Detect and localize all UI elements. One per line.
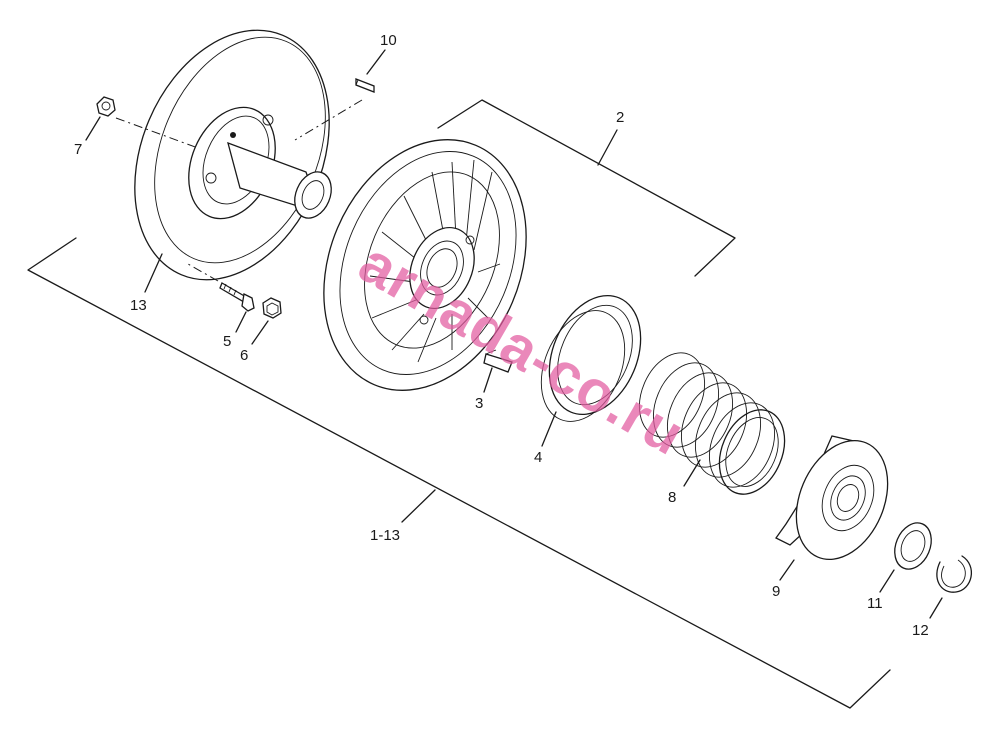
leader-12 bbox=[929, 597, 943, 619]
part-2-movable-sheave bbox=[323, 139, 527, 391]
callout-2: 2 bbox=[616, 109, 624, 126]
part-5-bolt bbox=[219, 282, 255, 312]
callout-3: 3 bbox=[475, 395, 483, 412]
callout-6: 6 bbox=[240, 347, 248, 364]
centerline-5 bbox=[187, 263, 219, 282]
leader-7 bbox=[85, 116, 101, 141]
leader-4 bbox=[541, 411, 557, 447]
leader-2 bbox=[597, 129, 618, 166]
part-7-nut bbox=[96, 96, 116, 117]
part-8-spring bbox=[639, 352, 786, 495]
part-11-washer bbox=[894, 522, 932, 570]
callout-7: 7 bbox=[74, 141, 82, 158]
bracket-2 bbox=[437, 99, 736, 277]
centerline-10 bbox=[294, 99, 363, 141]
leader-8 bbox=[683, 459, 701, 487]
part-6-nut bbox=[262, 297, 282, 319]
centerline-7 bbox=[115, 117, 199, 149]
leader-13 bbox=[144, 253, 163, 293]
callout-11: 11 bbox=[867, 595, 883, 612]
leader-10 bbox=[366, 49, 386, 75]
part-10-key bbox=[355, 78, 375, 93]
part-4-ring bbox=[540, 294, 642, 422]
callout-1-13: 1-13 bbox=[370, 527, 400, 544]
bracket-1-13 bbox=[27, 237, 891, 709]
callout-10: 10 bbox=[380, 32, 397, 49]
leader-11 bbox=[879, 569, 895, 593]
leader-9 bbox=[779, 559, 795, 581]
leader-3 bbox=[483, 367, 493, 393]
leader-1-13 bbox=[401, 489, 436, 523]
part-3-slider bbox=[483, 349, 513, 373]
callout-4: 4 bbox=[534, 449, 542, 466]
part-9-cam bbox=[775, 435, 889, 561]
part-13-fixed-sheave bbox=[134, 29, 332, 281]
callout-13: 13 bbox=[130, 297, 147, 314]
callout-9: 9 bbox=[772, 583, 780, 600]
callout-8: 8 bbox=[668, 489, 676, 506]
leader-5 bbox=[235, 311, 247, 333]
callout-5: 5 bbox=[223, 333, 231, 350]
callout-12: 12 bbox=[912, 622, 929, 639]
leader-6 bbox=[251, 320, 269, 345]
part-12-circlip bbox=[936, 555, 973, 593]
